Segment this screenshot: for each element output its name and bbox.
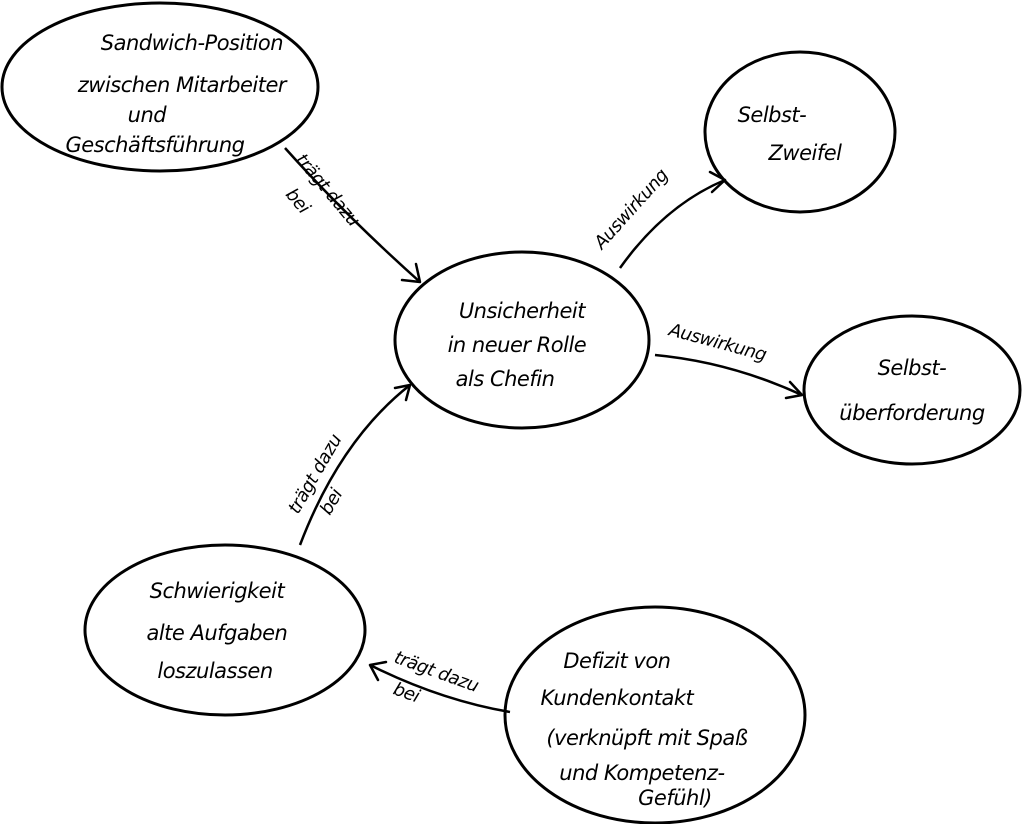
arrowhead-icon: [400, 262, 422, 284]
node-unsicherheit: Unsicherheit in neuer Rolle als Chefin: [393, 250, 651, 430]
node-outline: [393, 250, 651, 430]
arrow-line: [618, 178, 726, 269]
node-outline: [0, 1, 320, 173]
node-text: Unsicherheit in neuer Rolle als Chefin: [448, 299, 593, 391]
node-outline: [503, 605, 807, 824]
node-sandwich-position: Sandwich-Position zwischen Mitarbeiter u…: [0, 1, 320, 173]
node-selbst-zweifel: Selbst- Zweifel: [703, 50, 897, 214]
node-outline: [802, 314, 1022, 466]
edge-label: trägt dazu bei: [284, 426, 373, 531]
node-selbst-ueberforderung: Selbst- überforderung: [802, 314, 1022, 466]
edge-defizit-to-schwierigkeit: trägt dazu bei: [368, 647, 511, 727]
node-outline: [703, 50, 897, 214]
edge-label: Auswirkung: [589, 165, 672, 254]
arrow-line: [369, 663, 511, 714]
arrow-line: [284, 147, 421, 283]
node-text: Schwierigkeit alte Aufgaben loszulassen: [146, 579, 293, 683]
node-schwierigkeit: Schwierigkeit alte Aufgaben loszulassen: [83, 543, 367, 717]
edge-label: trägt dazu bei: [381, 647, 486, 727]
node-defizit: Defizit von Kundenkontakt (verknüpft mit…: [503, 605, 807, 824]
node-text: Selbst- überforderung: [839, 356, 985, 425]
node-text: Selbst- Zweifel: [738, 103, 843, 165]
edge-sandwich-to-unsicherheit: trägt dazu bei: [268, 147, 422, 284]
node-text: Sandwich-Position zwischen Mitarbeiter u…: [65, 31, 292, 157]
arrowhead-icon: [784, 380, 804, 400]
edge-unsicherheit-to-zweifel: Auswirkung: [589, 165, 727, 269]
arrowhead-icon: [708, 170, 727, 194]
edge-label: trägt dazu bei: [268, 150, 367, 254]
arrowhead-icon: [368, 660, 388, 682]
arrow-line: [298, 384, 411, 546]
edge-schwierigkeit-to-unsicherheit: trägt dazu bei: [284, 383, 412, 546]
node-text: Defizit von Kundenkontakt (verknüpft mit…: [541, 649, 754, 810]
edge-unsicherheit-to-ueberforderung: Auswirkung: [654, 319, 804, 400]
node-outline: [83, 543, 367, 717]
arrow-line: [654, 353, 803, 397]
arrowhead-icon: [393, 383, 412, 402]
